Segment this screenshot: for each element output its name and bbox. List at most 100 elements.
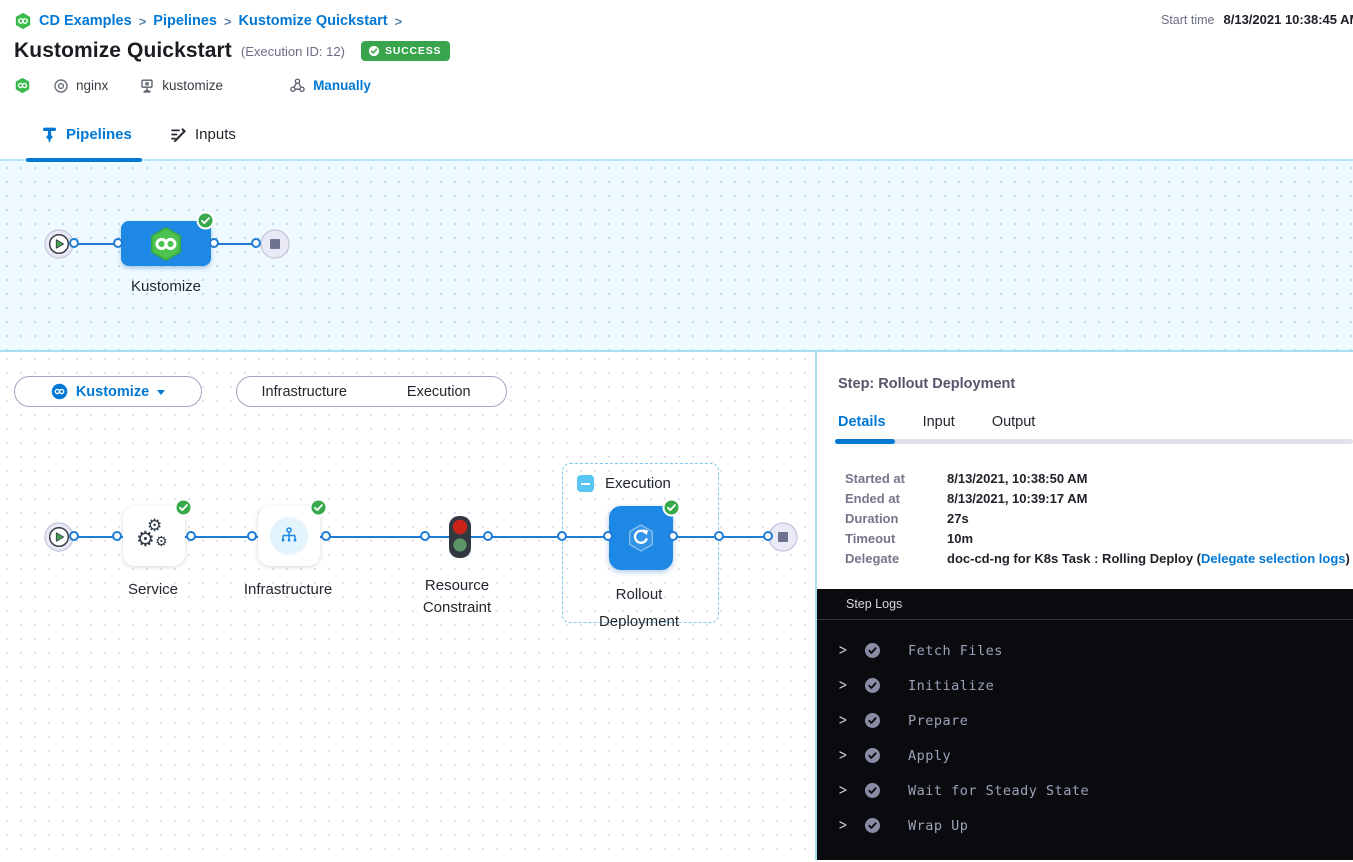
harness-cd-icon (14, 12, 32, 30)
edge-connector-dot (668, 531, 678, 541)
rollout-icon (628, 524, 654, 552)
trigger-webhook-icon (289, 77, 306, 94)
step-node-resource-constraint[interactable] (447, 515, 473, 559)
tab-details[interactable]: Details (838, 414, 886, 430)
chevron-right-icon: > (223, 13, 232, 29)
chevron-right-icon: > (839, 641, 847, 660)
edge-connector-dot (69, 531, 79, 541)
detail-label: Delegate (845, 550, 900, 566)
detail-row-delegate: Delegate doc-cd-ng for K8s Task : Rollin… (845, 548, 1350, 568)
trigger-tag-manually[interactable]: Manually (313, 78, 371, 93)
node-label-infrastructure: Infrastructure (243, 581, 333, 598)
stage-node-kustomize[interactable] (121, 211, 215, 266)
step-node-service[interactable]: ⚙⚙⚙ (123, 498, 193, 566)
group-header: Execution (577, 475, 671, 492)
stage-graph-canvas: Kustomize (0, 161, 1353, 352)
group-label: Execution (605, 475, 671, 492)
environment-tag: kustomize (162, 78, 224, 93)
detail-label: Duration (845, 510, 899, 526)
log-row-fetch-files[interactable]: > Fetch Files (817, 633, 1353, 668)
node-label-rollout-deployment: Rollout Deployment (598, 586, 680, 630)
play-icon (55, 239, 65, 249)
edge-connector-dot (603, 531, 613, 541)
title-row: Kustomize Quickstart (Execution ID: 12) … (14, 39, 451, 63)
chevron-right-icon: > (839, 676, 847, 695)
log-row-wait-for-steady-state[interactable]: > Wait for Steady State (817, 773, 1353, 808)
start-time-label: Start time (1161, 13, 1215, 27)
gears-icon: ⚙⚙⚙ (136, 516, 168, 551)
check-circle-icon (864, 817, 881, 834)
toggle-execution[interactable]: Execution (406, 383, 471, 400)
page-header: CD Examples > Pipelines > Kustomize Quic… (0, 0, 1353, 116)
tab-track (835, 439, 1353, 444)
collapse-group-icon[interactable] (577, 475, 594, 492)
chevron-down-icon (157, 390, 166, 395)
stage-selector-dropdown[interactable]: Kustomize (14, 376, 202, 407)
edge-connector-dot (69, 238, 79, 248)
detail-row-timeout: Timeout 10m (845, 528, 1350, 548)
execution-canvas: Kustomize Infrastructure Execution ⚙⚙⚙ (0, 352, 815, 860)
harness-cd-icon (14, 77, 31, 94)
tab-inputs[interactable]: Inputs (170, 126, 236, 143)
breadcrumb-pipelines[interactable]: Pipelines (153, 13, 217, 29)
edge-connector-dot (321, 531, 331, 541)
log-step-label: Prepare (908, 712, 969, 729)
edge-connector-dot (251, 238, 261, 248)
step-node-infrastructure[interactable] (258, 498, 328, 566)
execution-id: (Execution ID: 12) (240, 43, 345, 59)
edge-connector-dot (557, 531, 567, 541)
traffic-light-icon (449, 516, 471, 558)
check-circle-icon (864, 782, 881, 799)
edge-connector-dot (420, 531, 430, 541)
log-step-label: Apply (908, 747, 952, 764)
step-logs-title: Step Logs (846, 597, 903, 611)
service-icon (53, 78, 69, 94)
tab-inputs-label: Inputs (195, 126, 236, 143)
start-time: Start time 8/13/2021 10:38:45 AM (1161, 12, 1353, 27)
tabbar-divider (0, 159, 1353, 161)
stage-label: Kustomize (130, 278, 202, 295)
step-panel-title: Step: Rollout Deployment (838, 376, 1016, 392)
step-panel-tabs: Details Input Output (838, 414, 1035, 430)
detail-value: 27s (947, 510, 969, 526)
edge-connector-dot (247, 531, 257, 541)
log-row-wrap-up[interactable]: > Wrap Up (817, 808, 1353, 843)
step-logs-header: Step Logs (817, 589, 1353, 620)
start-time-value: 8/13/2021 10:38:45 AM (1223, 12, 1353, 27)
tab-pipelines[interactable]: Pipelines (41, 126, 132, 143)
execution-step-group: Execution (562, 463, 719, 623)
check-circle-icon (864, 677, 881, 694)
pipeline-icon (43, 127, 56, 143)
step-logs-panel: Step Logs > Fetch Files > Initialize > P… (817, 589, 1353, 860)
toggle-infrastructure[interactable]: Infrastructure (261, 383, 347, 400)
edge-connector-dot (113, 238, 123, 248)
success-check-badge (309, 498, 328, 517)
log-row-prepare[interactable]: > Prepare (817, 703, 1353, 738)
harness-cd-icon (51, 383, 68, 400)
breadcrumb: CD Examples > Pipelines > Kustomize Quic… (14, 12, 402, 30)
edge-connector-dot (112, 531, 122, 541)
edge-connector-dot (483, 531, 493, 541)
chevron-right-icon: > (839, 711, 847, 730)
breadcrumb-cd-examples[interactable]: CD Examples (39, 13, 132, 29)
status-badge-label: SUCCESS (384, 45, 442, 57)
delegate-selection-logs-link[interactable]: Delegate selection logs (1201, 550, 1346, 566)
tab-input[interactable]: Input (922, 414, 955, 430)
stop-icon (270, 239, 280, 249)
success-check-badge (662, 498, 681, 517)
detail-row-started-at: Started at 8/13/2021, 10:38:50 AM (845, 468, 1350, 488)
execution-start-node (44, 522, 74, 552)
tab-output[interactable]: Output (991, 414, 1036, 430)
status-badge: SUCCESS (360, 41, 451, 61)
log-rows: > Fetch Files > Initialize > Prepare > (817, 620, 1353, 843)
harness-cd-icon (150, 226, 182, 261)
breadcrumb-kustomize-quickstart[interactable]: Kustomize Quickstart (238, 13, 388, 29)
chevron-right-icon: > (839, 781, 847, 800)
check-circle-icon (864, 642, 881, 659)
detail-value: ) (1345, 550, 1350, 566)
log-row-initialize[interactable]: > Initialize (817, 668, 1353, 703)
check-circle-icon (864, 747, 881, 764)
pipeline-end-node (260, 229, 290, 259)
log-row-apply[interactable]: > Apply (817, 738, 1353, 773)
step-node-rollout-deployment[interactable] (609, 498, 681, 570)
